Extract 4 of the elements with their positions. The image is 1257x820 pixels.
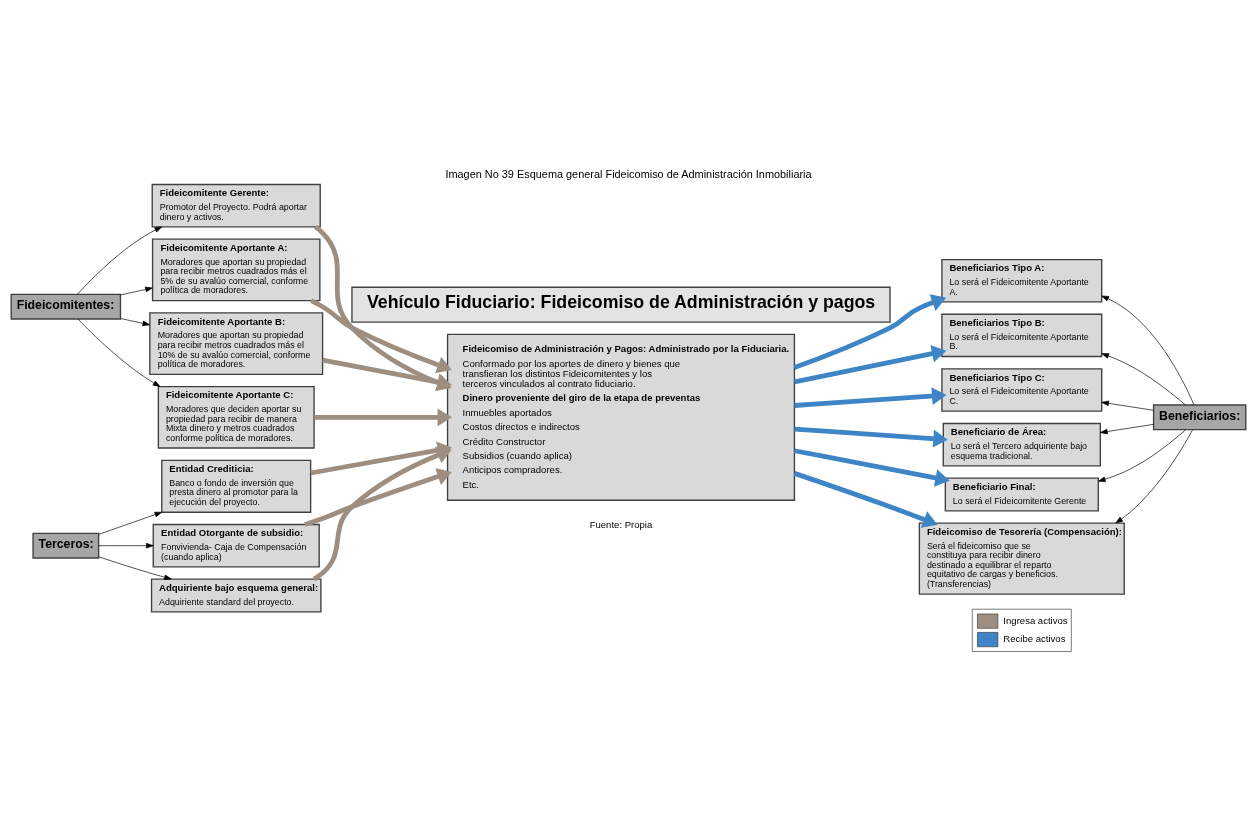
legend-label: Ingresa activos xyxy=(1003,614,1068,626)
caption: Fuente: Propia xyxy=(589,518,653,530)
legend-label: Recibe activos xyxy=(1003,632,1066,644)
diagram-title: Imagen No 39 Esquema general Fideicomiso de Administración Inmobiliaria xyxy=(445,167,812,180)
